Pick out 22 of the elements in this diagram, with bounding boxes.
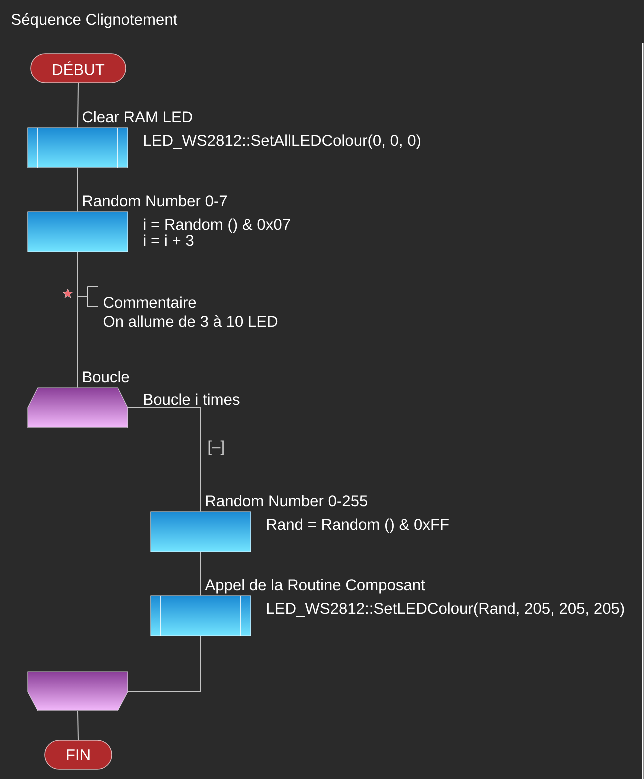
code-text: i = i + 3	[144, 234, 194, 246]
terminal-oval: FIN	[44, 740, 112, 770]
loop-condition: Boucle i times	[144, 394, 240, 406]
title: Séquence Clignotement	[12, 14, 178, 28]
code-text: LED_WS2812::SetAllLEDColour(0, 0, 0)	[144, 134, 421, 150]
comment-text: On allume de 3 à 10 LED	[104, 316, 278, 328]
loop-end-shape	[28, 672, 128, 712]
step-label: Appel de la Routine Composant	[205, 579, 426, 594]
code-text: i = Random () & 0x07	[144, 218, 290, 234]
step-label: Random Number 0-7	[83, 195, 228, 207]
flow-line	[128, 636, 202, 692]
collapse-toggle: [–]	[208, 440, 224, 456]
flow-line	[128, 408, 202, 512]
comment-title: Commentaire	[104, 296, 196, 308]
flow-line	[200, 552, 202, 596]
code-text: LED_WS2812::SetLEDColour(Rand, 205, 205, 205)	[267, 602, 624, 618]
step-label: Clear RAM LED	[83, 111, 192, 123]
code-text: Rand = Random () & 0xFF	[267, 518, 449, 534]
step-label: Random Number 0-255	[206, 495, 368, 507]
step-label: Boucle	[83, 371, 130, 383]
flow-line	[78, 710, 79, 741]
flow-line	[78, 82, 79, 128]
